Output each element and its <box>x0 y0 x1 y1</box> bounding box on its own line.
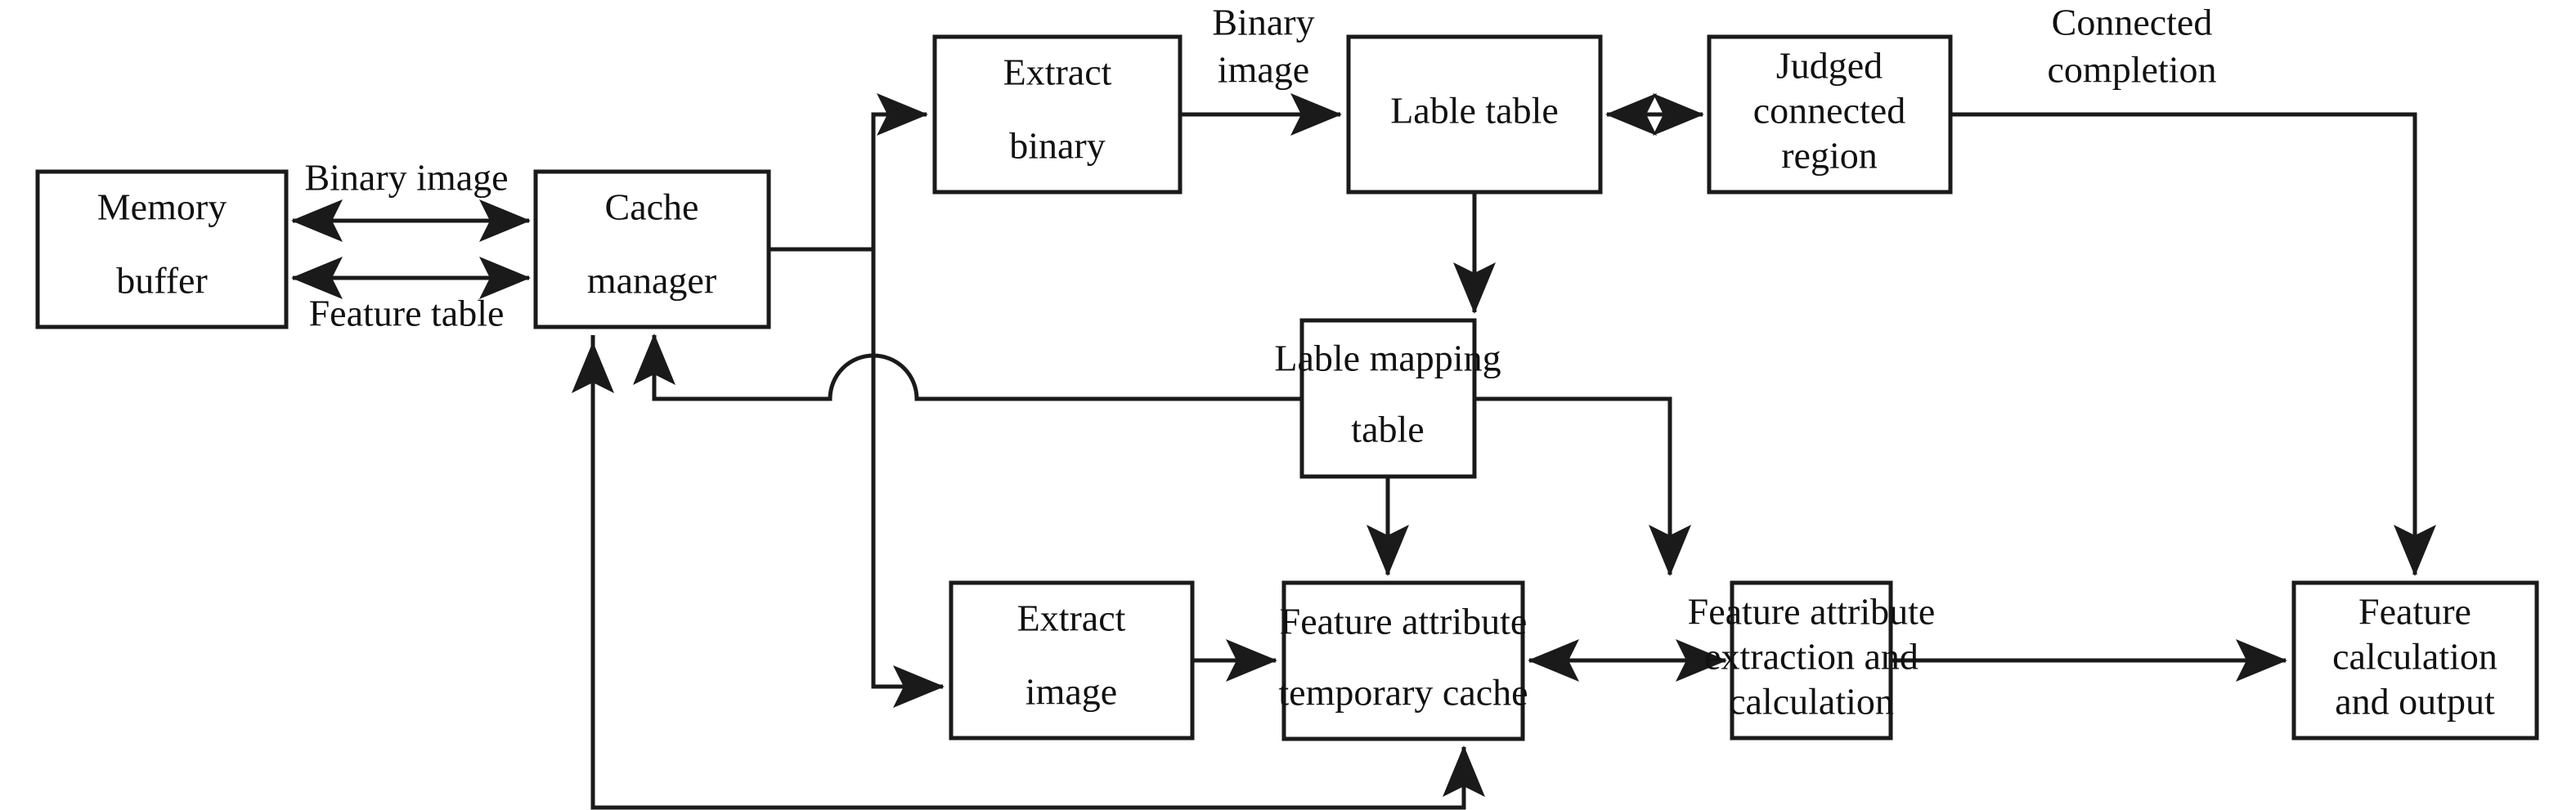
node-label-feature-extraction-line1: Feature attribute <box>1688 591 1936 633</box>
node-box-feature-extraction <box>1730 580 1893 741</box>
node-box-extract-binary <box>932 34 1183 195</box>
node-box-feature-calculation-output <box>2291 580 2539 741</box>
edge-label-feature-table: Feature table <box>309 293 505 334</box>
node-label-feature-output-line3: and output <box>2335 681 2495 723</box>
node-label-temp-cache-line2: temporary cache <box>1278 672 1528 714</box>
node-label-memory-buffer-line1: Memory <box>97 186 227 228</box>
node-label-temp-cache-line1: Feature attribute <box>1280 601 1528 642</box>
node-box-memory-buffer <box>35 169 289 329</box>
node-label-lable-mapping-line2: table <box>1351 409 1424 450</box>
node-label-feature-extraction-line2: extraction and <box>1704 636 1919 678</box>
node-lable-table[interactable]: Lable table <box>1346 34 1603 195</box>
node-label-feature-output-line1: Feature <box>2358 591 2471 633</box>
node-box-extract-image <box>949 580 1195 741</box>
edge-label-connected-1: Connected <box>2052 2 2213 43</box>
node-box-feature-temp-cache <box>1281 580 1525 741</box>
edge-judged-region-to-feature-output <box>1950 112 2436 577</box>
node-label-feature-extraction-line3: calculation <box>1729 681 1894 723</box>
node-label-extract-image-line1: Extract <box>1017 597 1126 639</box>
node-label-judged-line2: connected <box>1753 90 1905 132</box>
node-box-judged-connected-region <box>1707 34 1953 195</box>
edge-label-binary-image-top-1: Binary <box>1212 2 1314 43</box>
node-feature-attribute-temporary-cache[interactable]: Feature attribute temporary cache <box>1278 580 1528 741</box>
edge-cache-to-extract-image <box>871 249 945 708</box>
edge-label-binary-image-left: Binary image <box>304 157 508 199</box>
node-label-extract-binary-line2: binary <box>1009 125 1106 167</box>
node-box-lable-mapping-table <box>1299 318 1477 479</box>
node-box-lable-table <box>1346 34 1603 195</box>
node-judged-connected-region[interactable]: Judged connected region <box>1707 34 1953 195</box>
node-label-cache-manager-line2: manager <box>587 260 716 302</box>
node-feature-calculation-output[interactable]: Feature calculation and output <box>2291 580 2539 741</box>
edge-lable-mapping-to-feature-extraction <box>1474 396 1691 577</box>
node-lable-mapping-table[interactable]: Lable mapping table <box>1274 318 1501 479</box>
node-extract-binary[interactable]: Extract binary <box>932 34 1183 195</box>
node-box-cache-manager <box>533 169 771 329</box>
edge-lable-mapping-to-cache-manager <box>633 333 1302 401</box>
edge-label-connected-2: completion <box>2048 49 2217 91</box>
edge-label-binary-image-top-2: image <box>1218 49 1309 91</box>
node-cache-manager[interactable]: Cache manager <box>533 169 771 329</box>
node-memory-buffer[interactable]: Memory buffer <box>35 169 289 329</box>
node-label-lable-mapping-line1: Lable mapping <box>1274 338 1501 379</box>
node-label-cache-manager-line1: Cache <box>605 186 699 228</box>
node-extract-image[interactable]: Extract image <box>949 580 1195 741</box>
node-label-memory-buffer-line2: buffer <box>116 260 208 302</box>
node-feature-attribute-extraction[interactable]: Feature attribute extraction and calcula… <box>1688 580 1936 741</box>
edge-cache-to-extract-binary <box>769 93 929 252</box>
node-label-judged-line3: region <box>1781 135 1878 177</box>
node-label-extract-image-line2: image <box>1025 671 1117 713</box>
node-label-judged-line1: Judged <box>1776 45 1883 87</box>
node-label-extract-binary-line1: Extract <box>1003 51 1112 93</box>
node-label-feature-output-line2: calculation <box>2332 636 2497 678</box>
node-label-lable-table: Lable table <box>1390 90 1559 132</box>
